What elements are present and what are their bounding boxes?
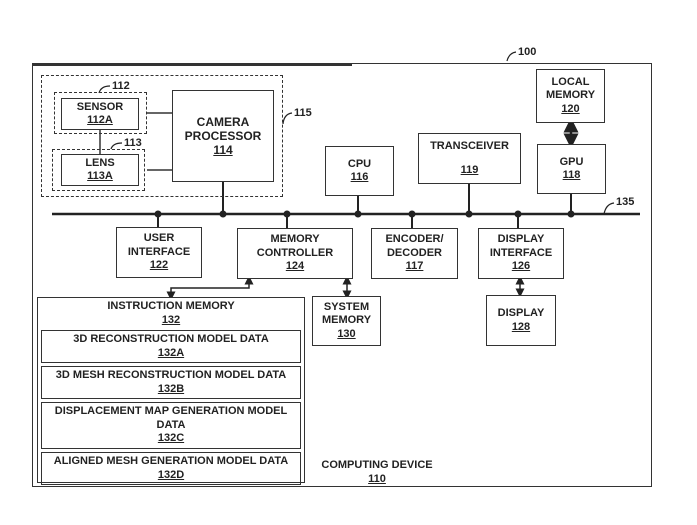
sensor-num: 112A bbox=[87, 114, 113, 126]
encoder-decoder-num: 117 bbox=[405, 260, 424, 273]
display-label: DISPLAY bbox=[497, 307, 545, 319]
cpu-label: CPU bbox=[347, 157, 372, 170]
encoder-decoder-label-1: ENCODER/ bbox=[385, 233, 444, 246]
instruction-memory-block: INSTRUCTION MEMORY 132 3D RECONSTRUCTION… bbox=[37, 297, 305, 485]
display-interface-label-2: INTERFACE bbox=[489, 246, 553, 259]
user-interface-label-1: USER bbox=[143, 232, 175, 245]
system-memory-num: 130 bbox=[337, 327, 356, 340]
gpu-bus-node bbox=[567, 210, 575, 218]
gpu-block: GPU 118 bbox=[537, 144, 606, 194]
gpu-num: 118 bbox=[562, 169, 581, 181]
local-memory-label-1: LOCAL bbox=[551, 75, 590, 88]
model-data-label: 3D RECONSTRUCTION MODEL DATA bbox=[73, 333, 269, 345]
system-memory-block: SYSTEM MEMORY 130 bbox=[312, 296, 381, 346]
transceiver-bus-node bbox=[465, 210, 473, 218]
system-memory-label-1: SYSTEM bbox=[323, 300, 370, 313]
lens-group-boundary bbox=[52, 149, 145, 191]
cpu-num: 116 bbox=[350, 171, 369, 183]
display-interface-label-1: DISPLAY bbox=[497, 233, 545, 246]
model-data-num: 132A bbox=[157, 346, 185, 359]
ref-115: 115 bbox=[294, 107, 312, 119]
cpu-bus-node bbox=[354, 210, 362, 218]
memctrl-bus-node bbox=[283, 210, 291, 218]
model-data-num: 132B bbox=[157, 382, 185, 395]
model-data-num: 132D bbox=[157, 468, 185, 481]
memory-controller-label-2: CONTROLLER bbox=[256, 246, 334, 259]
callout-113 bbox=[110, 142, 123, 150]
ref-113: 113 bbox=[124, 137, 142, 149]
instruction-memory-num: 132 bbox=[161, 313, 181, 326]
computing-device-title: COMPUTING DEVICE bbox=[321, 459, 433, 471]
callout-100 bbox=[506, 51, 517, 62]
instruction-memory-label: INSTRUCTION MEMORY bbox=[107, 300, 235, 312]
model-data-label: ALIGNED MESH GENERATION MODEL DATA bbox=[53, 455, 289, 467]
sensor-group-boundary bbox=[54, 92, 147, 134]
callout-115 bbox=[282, 112, 293, 125]
callout-135 bbox=[603, 202, 615, 215]
model-data-label-1: DISPLACEMENT MAP GENERATION MODEL bbox=[54, 405, 288, 418]
display-num: 128 bbox=[511, 320, 531, 333]
camera-processor-label-1: CAMERA bbox=[196, 115, 250, 129]
dispif-bus-node bbox=[514, 210, 522, 218]
ui-bus-node bbox=[154, 210, 162, 218]
ref-112: 112 bbox=[112, 80, 130, 92]
model-data-3d-mesh-reconstruction: 3D MESH RECONSTRUCTION MODEL DATA 132B bbox=[41, 366, 301, 399]
ref-100: 100 bbox=[518, 46, 537, 58]
memory-controller-block: MEMORY CONTROLLER 124 bbox=[237, 228, 353, 279]
sensor-label: SENSOR bbox=[76, 100, 124, 113]
memory-controller-num: 124 bbox=[285, 260, 305, 273]
ref-135: 135 bbox=[616, 196, 635, 208]
encoder-decoder-label-2: DECODER bbox=[386, 246, 442, 259]
transceiver-label: TRANSCEIVER bbox=[430, 140, 509, 152]
gpu-label: GPU bbox=[559, 155, 584, 168]
model-data-label: 3D MESH RECONSTRUCTION MODEL DATA bbox=[55, 369, 287, 381]
model-data-aligned-mesh: ALIGNED MESH GENERATION MODEL DATA 132D bbox=[41, 452, 301, 485]
callout-112 bbox=[98, 85, 111, 94]
display-interface-block: DISPLAY INTERFACE 126 bbox=[478, 228, 564, 279]
display-block: DISPLAY 128 bbox=[486, 295, 556, 346]
model-data-num: 132C bbox=[157, 432, 185, 445]
user-interface-label-2: INTERFACE bbox=[127, 245, 191, 258]
transceiver-block: TRANSCEIVER 119 bbox=[418, 133, 521, 184]
camera-module-boundary bbox=[41, 75, 283, 197]
lens-num: 113A bbox=[87, 170, 113, 182]
computing-device-label: COMPUTING DEVICE 110 bbox=[318, 458, 436, 486]
transceiver-num: 119 bbox=[460, 163, 479, 176]
lens-label: LENS bbox=[85, 156, 115, 169]
memctrl-instrmem-link bbox=[166, 275, 254, 301]
model-data-3d-reconstruction: 3D RECONSTRUCTION MODEL DATA 132A bbox=[41, 330, 301, 363]
cpu-block: CPU 116 bbox=[325, 146, 394, 196]
sensor-block: SENSOR 112A bbox=[61, 98, 139, 130]
system-memory-label-2: MEMORY bbox=[321, 314, 372, 327]
lens-block: LENS 113A bbox=[61, 154, 139, 186]
camera-bus-node bbox=[219, 210, 227, 218]
model-data-displacement-map: DISPLACEMENT MAP GENERATION MODEL DATA 1… bbox=[41, 402, 301, 449]
computing-device-frame bbox=[32, 63, 652, 487]
display-interface-num: 126 bbox=[511, 260, 531, 273]
encoder-bus-node bbox=[408, 210, 416, 218]
computing-device-num: 110 bbox=[368, 473, 386, 485]
local-memory-num: 120 bbox=[561, 102, 580, 115]
memory-controller-label-1: MEMORY bbox=[270, 233, 320, 246]
camera-processor-label-2: PROCESSOR bbox=[184, 129, 262, 143]
user-interface-num: 122 bbox=[149, 259, 169, 272]
local-memory-block: LOCAL MEMORY 120 bbox=[536, 69, 605, 123]
encoder-decoder-block: ENCODER/ DECODER 117 bbox=[371, 228, 458, 279]
model-data-label-2: DATA bbox=[156, 418, 186, 431]
camera-processor-num: 114 bbox=[213, 143, 233, 157]
user-interface-block: USER INTERFACE 122 bbox=[116, 227, 202, 278]
local-memory-label-2: MEMORY bbox=[545, 89, 596, 102]
camera-processor-block: CAMERA PROCESSOR 114 bbox=[172, 90, 274, 182]
